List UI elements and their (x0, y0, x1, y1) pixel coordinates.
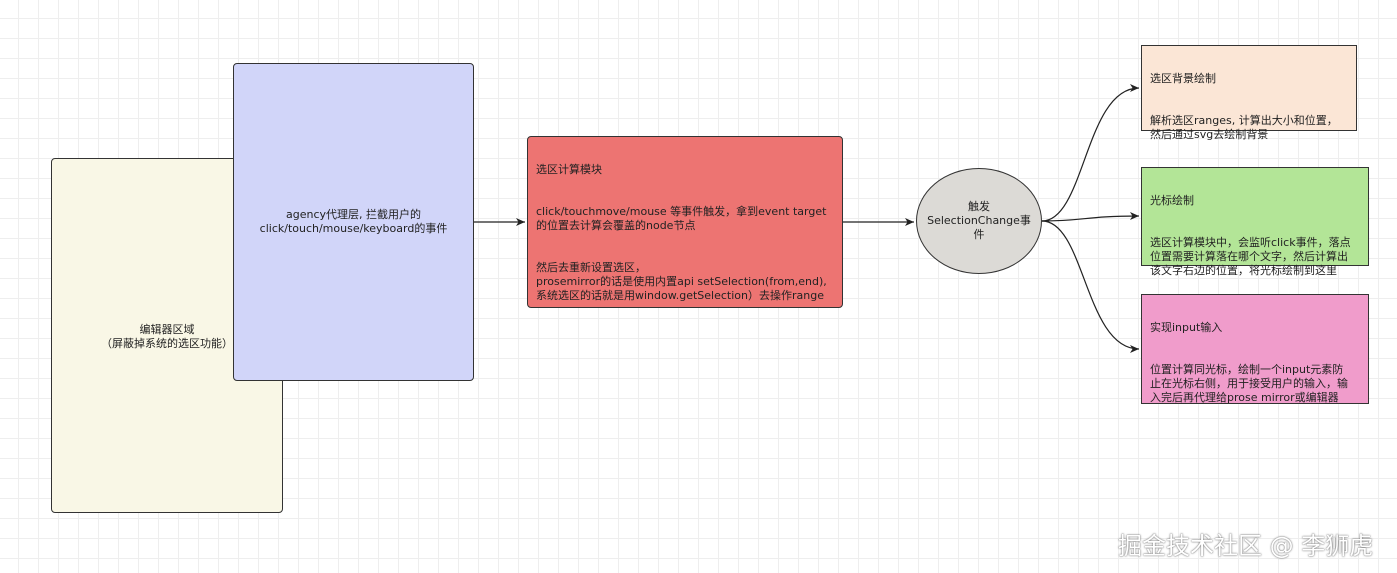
agency-layer-label: agency代理层, 拦截用户的 click/touch/mouse/keybo… (259, 208, 448, 235)
arrow-trigger-to-bg-draw (1041, 84, 1140, 222)
input-implementation-box: 实现input输入 位置计算同光标，绘制一个input元素防 止在光标右侧，用于… (1141, 294, 1369, 404)
cursor-draw-body: 选区计算模块中，会监听click事件，落点 位置需要计算落在哪个文字，然后计算出… (1150, 236, 1351, 277)
editor-area-label: 编辑器区域 （屏蔽掉系统的选区功能） (101, 322, 233, 350)
selection-change-trigger: 触发 SelectionChange事 件 (916, 168, 1042, 274)
editor-area-box: 编辑器区域 （屏蔽掉系统的选区功能） (51, 158, 283, 513)
bg-draw-title: 选区背景绘制 (1150, 72, 1216, 85)
selection-module-paragraph-2: 然后去重新设置选区， prosemirror的话是使用内置api setSele… (536, 261, 827, 302)
selection-module-box: 选区计算模块 click/touchmove/mouse 等事件触发，拿到eve… (527, 136, 843, 308)
cursor-draw-box: 光标绘制 选区计算模块中，会监听click事件，落点 位置需要计算落在哪个文字，… (1141, 167, 1369, 277)
arrow-trigger-to-input (1041, 220, 1140, 353)
arrow-trigger-to-cursor-draw (1041, 212, 1140, 222)
agency-layer-box: agency代理层, 拦截用户的 click/touch/mouse/keybo… (233, 63, 474, 381)
cursor-draw-title: 光标绘制 (1150, 194, 1194, 207)
selection-module-paragraph-1: click/touchmove/mouse 等事件触发，拿到event targ… (536, 205, 827, 232)
selection-module-title: 选区计算模块 (536, 163, 602, 176)
trigger-label: 触发 SelectionChange事 件 (927, 200, 1031, 241)
bg-draw-body: 解析选区ranges, 计算出大小和位置， 然后通过svg去绘制背景 (1150, 114, 1338, 141)
input-impl-title: 实现input输入 (1150, 321, 1223, 334)
watermark: 掘金技术社区 @ 李狮虎 (1118, 532, 1374, 560)
selection-background-draw-box: 选区背景绘制 解析选区ranges, 计算出大小和位置， 然后通过svg去绘制背… (1141, 45, 1357, 141)
input-impl-body: 位置计算同光标，绘制一个input元素防 止在光标右侧，用于接受用户的输入，输 … (1150, 363, 1348, 404)
